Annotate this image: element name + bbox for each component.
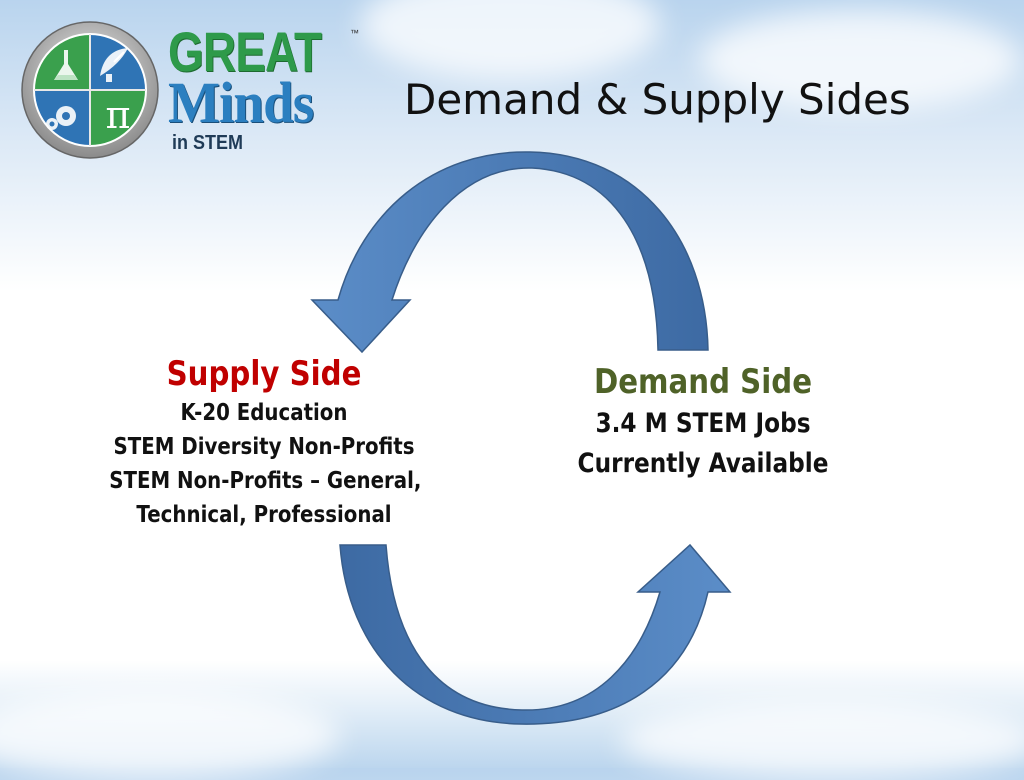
great-minds-logo: π GREAT ™ Minds in STEM bbox=[20, 20, 360, 160]
bg-cloud bbox=[700, 10, 1020, 110]
demand-side-block: Demand Side 3.4 M STEM Jobs Currently Av… bbox=[548, 360, 858, 484]
pi-icon: π bbox=[106, 93, 131, 137]
top-cycle-arrow bbox=[310, 151, 709, 354]
demand-side-heading: Demand Side bbox=[593, 362, 813, 402]
logo-word-great: GREAT bbox=[168, 20, 322, 83]
demand-line: Currently Available bbox=[577, 448, 829, 479]
bg-cloud bbox=[620, 700, 1024, 780]
logo-word-in-stem: in STEM bbox=[172, 132, 244, 154]
flask-icon bbox=[54, 50, 78, 80]
bottom-cycle-arrow bbox=[339, 543, 732, 725]
supply-line: Technical, Professional bbox=[136, 502, 392, 528]
gears-icon bbox=[46, 106, 76, 130]
logo-word-minds: Minds bbox=[168, 70, 314, 135]
supply-line: K-20 Education bbox=[180, 400, 348, 426]
logo-emblem: π bbox=[21, 21, 159, 159]
slide-title: Demand & Supply Sides bbox=[404, 75, 911, 124]
logo-trademark: ™ bbox=[350, 28, 359, 38]
demand-line: 3.4 M STEM Jobs bbox=[595, 408, 811, 439]
supply-line: STEM Non-Profits – General, bbox=[109, 468, 422, 494]
supply-side-block: Supply Side K-20 Education STEM Diversit… bbox=[84, 352, 444, 532]
supply-line: STEM Diversity Non-Profits bbox=[113, 434, 415, 460]
bg-cloud bbox=[0, 690, 340, 780]
supply-side-heading: Supply Side bbox=[166, 354, 362, 394]
satellite-dish-icon bbox=[100, 48, 128, 82]
